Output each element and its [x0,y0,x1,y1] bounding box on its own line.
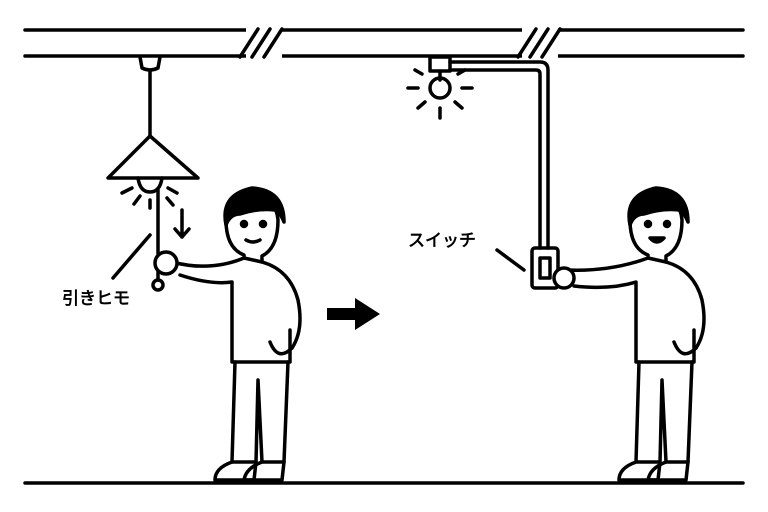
arrow-down-icon [173,208,191,239]
pull-cord-leader [111,233,152,280]
person-left [153,186,302,482]
switch-leader [495,248,526,272]
pull-cord-label: 引きヒモ [62,289,130,309]
light-rays-icon [406,68,474,120]
ceiling-bulb [406,55,474,120]
wiring-conduit [448,60,550,250]
arrow-right-icon [327,298,380,330]
switch-label: スイッチ [408,231,476,251]
person-right [552,186,706,482]
ceiling [23,27,745,59]
light-rays-icon [120,186,179,210]
pendant-lamp [106,55,200,292]
